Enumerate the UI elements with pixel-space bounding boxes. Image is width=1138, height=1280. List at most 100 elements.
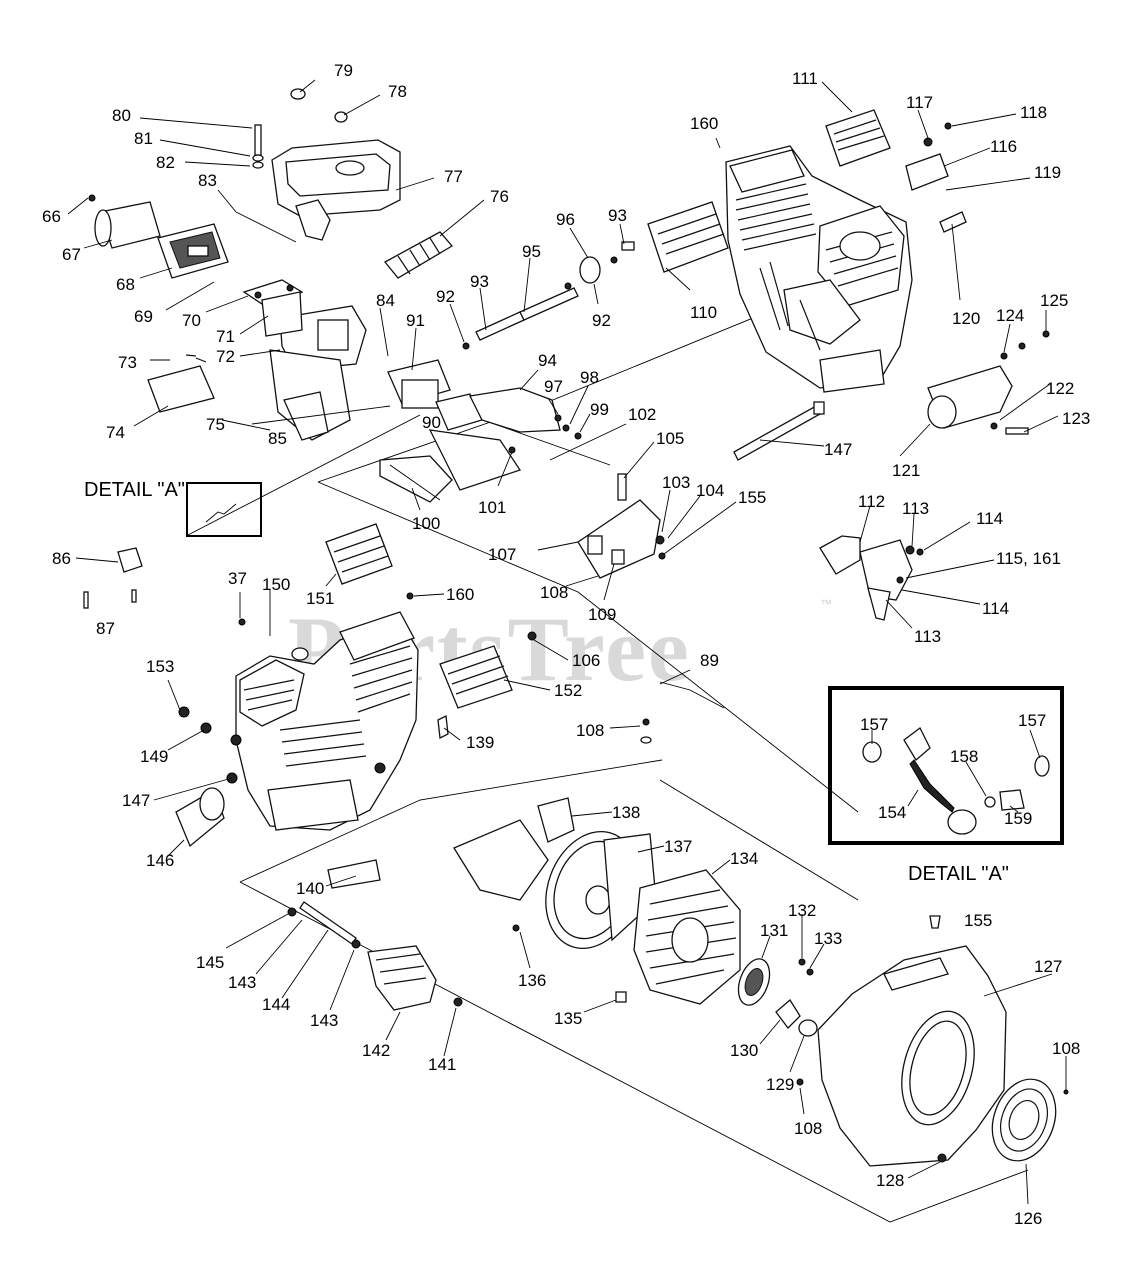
callout-118: 118 (1020, 103, 1047, 122)
callout-113b: 113 (914, 627, 941, 646)
callout-72: 72 (216, 347, 235, 366)
callout-115-161: 115, 161 (996, 549, 1061, 568)
callout-151: 151 (306, 589, 334, 608)
callout-102: 102 (628, 405, 656, 424)
callout-87: 87 (96, 619, 115, 638)
valve-cover-gasket-111 (825, 109, 891, 167)
throttle-shaft (462, 241, 635, 350)
callout-92a: 92 (436, 287, 455, 306)
callout-81: 81 (134, 129, 153, 148)
callout-117: 117 (906, 93, 933, 112)
callout-127: 127 (1034, 957, 1062, 976)
detail-a-ref-label: DETAIL "A" (84, 479, 185, 501)
callout-68: 68 (116, 275, 135, 294)
callout-111: 111 (792, 69, 818, 88)
connector-86 (83, 547, 143, 609)
callout-114a: 114 (976, 509, 1003, 528)
callout-77: 77 (444, 167, 463, 186)
callout-108a: 108 (540, 583, 568, 602)
callout-66: 66 (42, 207, 61, 226)
callout-82: 82 (156, 153, 175, 172)
callout-131: 131 (760, 921, 788, 940)
breather-tube (384, 231, 453, 279)
callout-108c: 108 (794, 1119, 822, 1138)
callout-90: 90 (422, 413, 441, 432)
callout-158: 158 (950, 747, 978, 766)
callout-143a: 143 (228, 973, 256, 992)
callout-99: 99 (590, 400, 609, 419)
callout-108d: 108 (1052, 1039, 1080, 1058)
hub-131 (737, 958, 818, 1037)
ignition-parts (905, 122, 967, 233)
callout-84: 84 (376, 291, 395, 310)
callout-120: 120 (952, 309, 980, 328)
drain-parts (287, 859, 941, 1011)
callout-116: 116 (990, 137, 1017, 156)
air-filter-element (157, 223, 229, 279)
callout-123: 123 (1062, 409, 1090, 428)
callout-78: 78 (388, 82, 407, 101)
callout-67: 67 (62, 245, 81, 264)
callout-76: 76 (490, 187, 509, 206)
engine-block-lower (230, 611, 419, 831)
callout-138: 138 (612, 803, 640, 822)
small-parts-center (238, 592, 725, 744)
callout-labels: 79 78 80 81 82 77 83 66 67 76 68 69 70 7… (42, 61, 1090, 1228)
detail-a-reference: DETAIL "A" (84, 479, 262, 537)
callout-73: 73 (118, 353, 137, 372)
callout-114b: 114 (982, 599, 1009, 618)
callout-137: 137 (664, 837, 692, 856)
callout-134: 134 (730, 849, 758, 868)
blower-housing-127 (817, 945, 1007, 1167)
screen-126 (796, 1078, 1069, 1163)
callout-75: 75 (206, 415, 225, 434)
pre-cleaner (88, 194, 161, 249)
callout-104: 104 (696, 481, 724, 500)
callout-86: 86 (52, 549, 71, 568)
callout-85: 85 (268, 429, 287, 448)
bracket-112 (819, 535, 924, 621)
callout-155a: 155 (738, 488, 766, 507)
callout-105: 105 (656, 429, 684, 448)
callout-93b: 93 (608, 206, 627, 225)
callout-100: 100 (412, 514, 440, 533)
callout-92b: 92 (592, 311, 611, 330)
gasket-152 (439, 645, 513, 709)
callout-124: 124 (996, 306, 1024, 325)
callout-157b: 157 (1018, 711, 1046, 730)
engine-block-upper (725, 145, 913, 393)
callout-95: 95 (522, 242, 541, 261)
callout-152: 152 (554, 681, 582, 700)
callout-37: 37 (228, 569, 247, 588)
callout-109: 109 (588, 605, 616, 624)
heat-shield-107 (577, 473, 666, 579)
callout-121: 121 (892, 461, 920, 480)
callout-143b: 143 (310, 1011, 338, 1030)
bracket-74 (147, 354, 329, 441)
callout-119: 119 (1034, 163, 1061, 182)
callout-135: 135 (554, 1009, 582, 1028)
callout-leaders (67, 79, 1067, 1205)
callout-107: 107 (488, 545, 516, 564)
assembly-lines (185, 301, 1029, 1223)
watermark-trademark: ™ (820, 597, 832, 611)
callout-93a: 93 (470, 272, 489, 291)
callout-136: 136 (518, 971, 546, 990)
callout-103: 103 (662, 473, 690, 492)
callout-106: 106 (572, 651, 600, 670)
callout-153: 153 (146, 657, 174, 676)
valve-cover-gasket-110 (647, 201, 729, 273)
callout-141: 141 (428, 1055, 456, 1074)
callout-89: 89 (700, 651, 719, 670)
callout-147b: 147 (122, 791, 150, 810)
callout-132: 132 (788, 901, 816, 920)
callout-70: 70 (182, 311, 201, 330)
dipstick-tube-147 (733, 401, 825, 461)
callout-97: 97 (544, 377, 563, 396)
callout-96: 96 (556, 210, 575, 229)
fan-134 (633, 869, 741, 1005)
gasket-151 (325, 523, 393, 585)
callout-110: 110 (690, 303, 717, 322)
callout-122: 122 (1046, 379, 1074, 398)
